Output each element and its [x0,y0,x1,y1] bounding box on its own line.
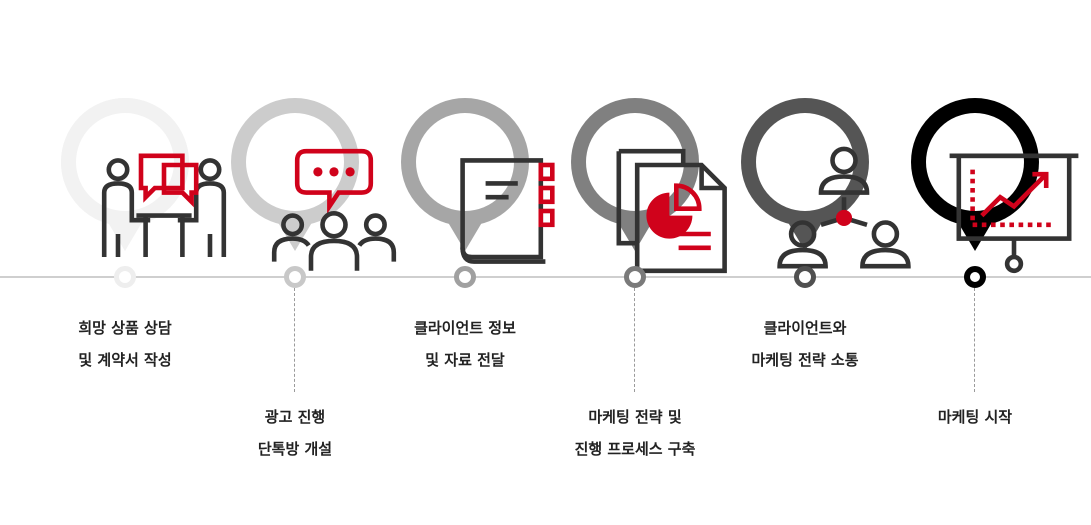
timeline-dot [964,266,986,288]
pin-marker [566,93,727,274]
meeting-icon [101,153,227,257]
step-label: 마케팅 시작 [937,408,1013,426]
step-6: 마케팅 시작 [890,0,1079,525]
pin-marker [396,93,555,264]
group-chat-icon [271,148,397,271]
binder-icon [460,158,555,264]
connector-line [974,288,975,392]
team-network-icon [777,146,911,269]
pin-marker [736,93,911,269]
connector-line [294,288,295,392]
timeline-dot [284,266,306,288]
timeline-dot [454,266,476,288]
connector-line [634,288,635,392]
pin-marker [56,93,227,257]
report-document-icon [616,148,727,274]
presentation-chart-icon [949,153,1079,274]
pin-marker [226,93,397,271]
timeline-dot [794,266,816,288]
timeline-dot [114,266,136,288]
timeline-dot [624,266,646,288]
timeline-line [0,276,1091,278]
pin-marker [906,93,1079,274]
